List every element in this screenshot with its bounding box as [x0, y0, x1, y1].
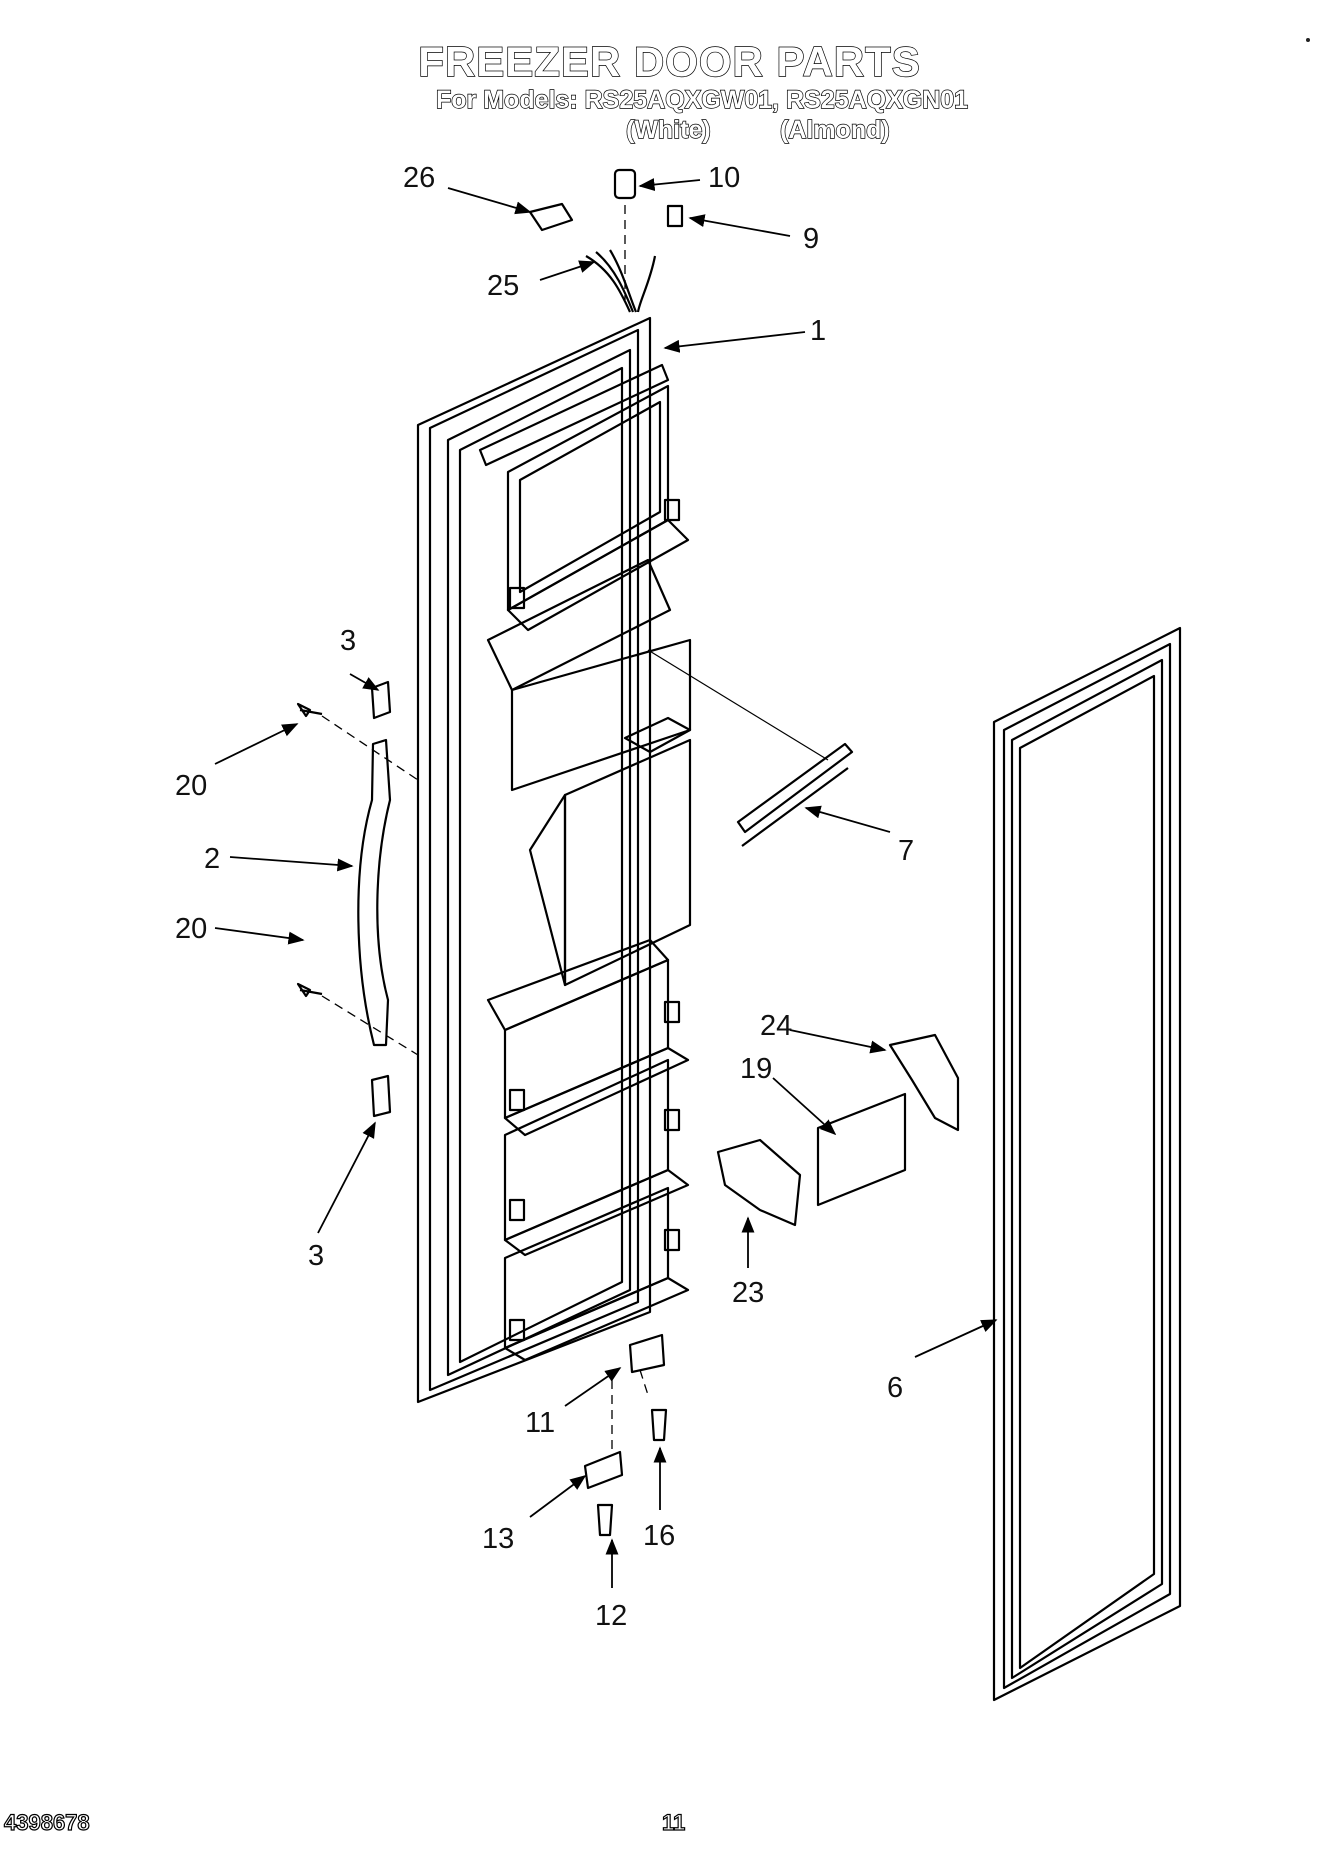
model-numbers: For Models: RS25AQXGW01, RS25AQXGN01: [435, 85, 969, 114]
door-gasket-part: [992, 626, 1182, 1702]
hinge-screw-16-part: [650, 1408, 668, 1442]
handle-screw-lower: [296, 982, 323, 998]
corner-mark: [1306, 38, 1310, 42]
callout-23: 23: [732, 1277, 764, 1309]
callout-11: 11: [525, 1407, 555, 1439]
page-title: FREEZER DOOR PARTS: [418, 37, 921, 85]
variant-almond-label: (Almond): [779, 115, 890, 144]
page-number: 11: [661, 1809, 686, 1835]
callout-3-lower: 3: [308, 1240, 324, 1272]
chute-housing-part: [716, 1138, 802, 1227]
callout-26: 26: [403, 162, 435, 194]
callout-10: 10: [708, 162, 740, 194]
handle-mount-upper: [370, 680, 392, 720]
callout-24: 24: [760, 1010, 792, 1042]
wiring-harness-part: [585, 249, 657, 313]
chute-flap-part: [816, 1092, 907, 1207]
door-handle-part: [357, 738, 392, 1047]
callout-3-upper: 3: [340, 625, 356, 657]
trim-strip-part: [736, 742, 854, 847]
callout-12: 12: [595, 1600, 627, 1632]
callout-6: 6: [887, 1372, 903, 1404]
freezer-door-part: [416, 316, 692, 1404]
small-screw-part: [666, 204, 684, 228]
handle-screw-upper: [296, 702, 323, 718]
callout-19: 19: [740, 1053, 772, 1085]
callout-9: 9: [803, 223, 819, 255]
variant-white-label: (White): [625, 115, 711, 144]
hinge-pin-part: [628, 1333, 666, 1374]
callout-1: 1: [810, 315, 826, 347]
wire-connector-part: [528, 202, 574, 232]
handle-mount-lower: [370, 1074, 392, 1118]
callout-20-lower: 20: [175, 913, 207, 945]
callout-7: 7: [898, 835, 914, 867]
document-number: 4398678: [3, 1809, 90, 1835]
callout-16: 16: [643, 1520, 675, 1552]
callout-2: 2: [204, 843, 220, 875]
callout-13: 13: [482, 1523, 514, 1555]
callout-20-upper: 20: [175, 770, 207, 802]
hinge-screw-part: [596, 1503, 614, 1537]
switch-part: [613, 168, 637, 200]
chute-door-part: [888, 1033, 960, 1132]
hinge-bracket-part: [583, 1450, 624, 1490]
callout-25: 25: [487, 270, 519, 302]
